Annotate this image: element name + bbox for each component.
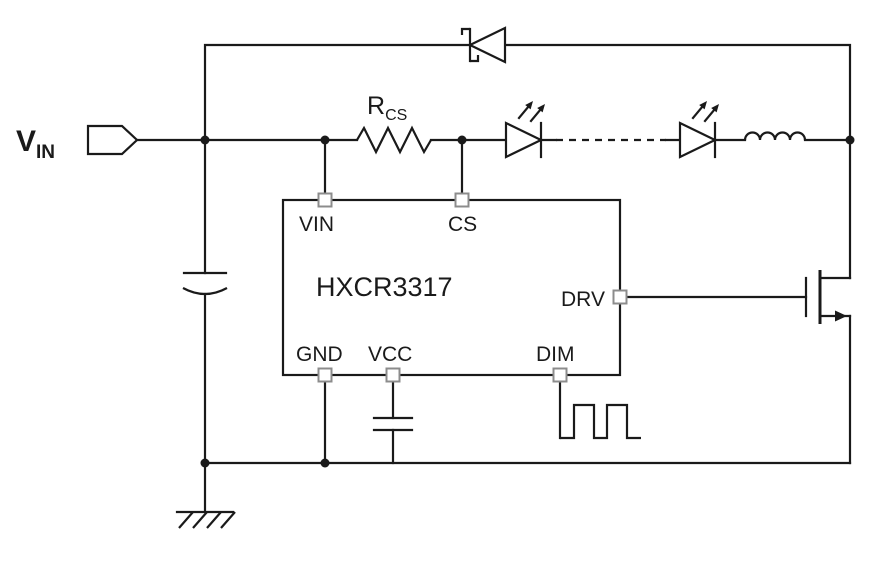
pin-vcc-label: VCC bbox=[368, 343, 412, 366]
junction-dot bbox=[320, 458, 330, 468]
pin-gnd bbox=[317, 367, 333, 383]
wire-top-loop-left bbox=[203, 43, 472, 142]
ic-name-label: HXCR3317 bbox=[316, 272, 453, 302]
nmos-power-switch bbox=[804, 270, 852, 324]
current-sense-resistor: RCS bbox=[356, 92, 432, 155]
led-1 bbox=[504, 99, 547, 159]
pin-drv bbox=[612, 289, 628, 305]
pin-cs-label: CS bbox=[448, 213, 477, 236]
pin-gnd-label: GND bbox=[296, 343, 343, 366]
terminal-tag-icon bbox=[86, 124, 139, 156]
junction-dot bbox=[845, 135, 855, 145]
led-light-ray bbox=[703, 102, 721, 123]
led-triangle-icon bbox=[678, 121, 718, 159]
rcs-label: RCS bbox=[367, 92, 407, 124]
earth-ground-symbol bbox=[175, 461, 236, 529]
input-capacitor bbox=[182, 271, 228, 296]
ic-hxcr3317: VIN CS DRV GND VCC DIM HXCR3317 bbox=[281, 192, 628, 383]
junction-dot bbox=[457, 135, 467, 145]
vin-input-terminal: VIN bbox=[16, 124, 139, 163]
junction-dot bbox=[200, 458, 210, 468]
capacitor-plate-bottom bbox=[182, 287, 228, 296]
resistor-zigzag-icon bbox=[356, 125, 432, 155]
junction-dot bbox=[320, 135, 330, 145]
led-light-ray bbox=[529, 102, 547, 123]
pin-vin-label: VIN bbox=[299, 213, 334, 236]
pwm-dimming-waveform bbox=[560, 403, 641, 440]
pin-vin bbox=[317, 192, 333, 208]
diode-triangle-icon bbox=[467, 26, 507, 64]
wire-top-loop-right bbox=[503, 43, 852, 280]
ground-hatch bbox=[178, 511, 236, 529]
ic-body bbox=[281, 198, 622, 377]
led-triangle-icon bbox=[504, 121, 544, 159]
pin-drv-label: DRV bbox=[561, 288, 605, 311]
vcc-bypass-capacitor bbox=[372, 416, 414, 432]
pin-dim bbox=[552, 367, 568, 383]
output-inductor bbox=[743, 131, 807, 141]
pin-dim-label: DIM bbox=[536, 343, 575, 366]
led-light-ray bbox=[691, 99, 709, 120]
pin-vcc bbox=[385, 367, 401, 383]
pin-cs bbox=[454, 192, 470, 208]
schottky-hooks bbox=[460, 27, 480, 63]
led-2 bbox=[678, 99, 721, 159]
mosfet-arrow bbox=[835, 310, 847, 322]
led-light-ray bbox=[517, 99, 535, 120]
junction-dot bbox=[200, 135, 210, 145]
vin-label: VIN bbox=[16, 125, 55, 163]
schottky-freewheel-diode bbox=[460, 26, 507, 64]
